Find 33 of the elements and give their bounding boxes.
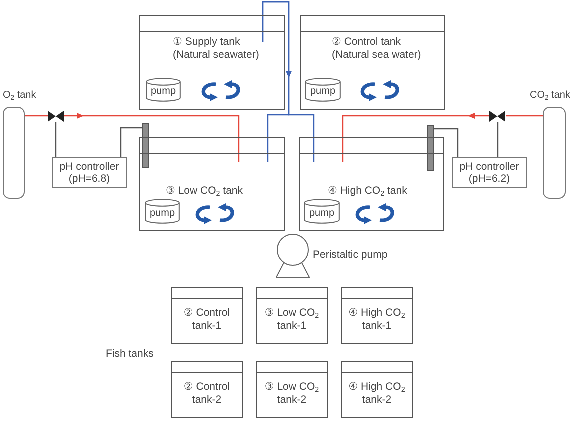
fish-tank: ② Control tank-1 [171,287,243,344]
tank-label: ① Supply tank (Natural seawater) [173,36,260,62]
water-tank [300,15,445,110]
fish-tank: ② Control tank-2 [171,361,243,418]
controller-box: pH controller (pH=6.2) [452,157,527,188]
tank-label: ③ Low CO$_{2}$ tank [166,185,244,198]
group-label: Fish tanks [106,348,154,361]
fish-tank: ④ High CO$_{2}$ tank-2 [341,361,413,418]
pump-cylinder: pump [304,199,340,224]
valve-icon [48,111,64,122]
pump-cylinder: pump [146,78,181,102]
tank-label: ④ High CO$_{2}$ tank [328,185,408,198]
pump-cylinder: pump [145,199,180,224]
water-tank [139,137,285,231]
cable [497,122,499,157]
pump-caption: Peristaltic pump [313,249,388,262]
cylinder-label: CO$_{2}$ tank [530,89,570,102]
cable [434,128,459,157]
controller-box: pH controller (pH=6.8) [52,157,127,188]
gas-tube [506,115,543,117]
tank-label: ② Control tank (Natural sea water) [332,36,422,62]
fish-tank: ④ High CO$_{2}$ tank-1 [341,287,413,344]
fish-tank: ③ Low CO$_{2}$ tank-2 [256,361,328,418]
pump-icon [276,234,310,278]
cylinder-label: O$_{2}$ tank [3,89,36,102]
water-tank [139,15,285,110]
cable [120,127,142,157]
valve-icon [489,111,506,122]
cable [55,122,57,157]
fish-tank: ③ Low CO$_{2}$ tank-1 [256,287,328,344]
gas-tube [25,115,48,117]
water-tank [299,137,444,231]
pump-cylinder: pump [305,78,341,102]
